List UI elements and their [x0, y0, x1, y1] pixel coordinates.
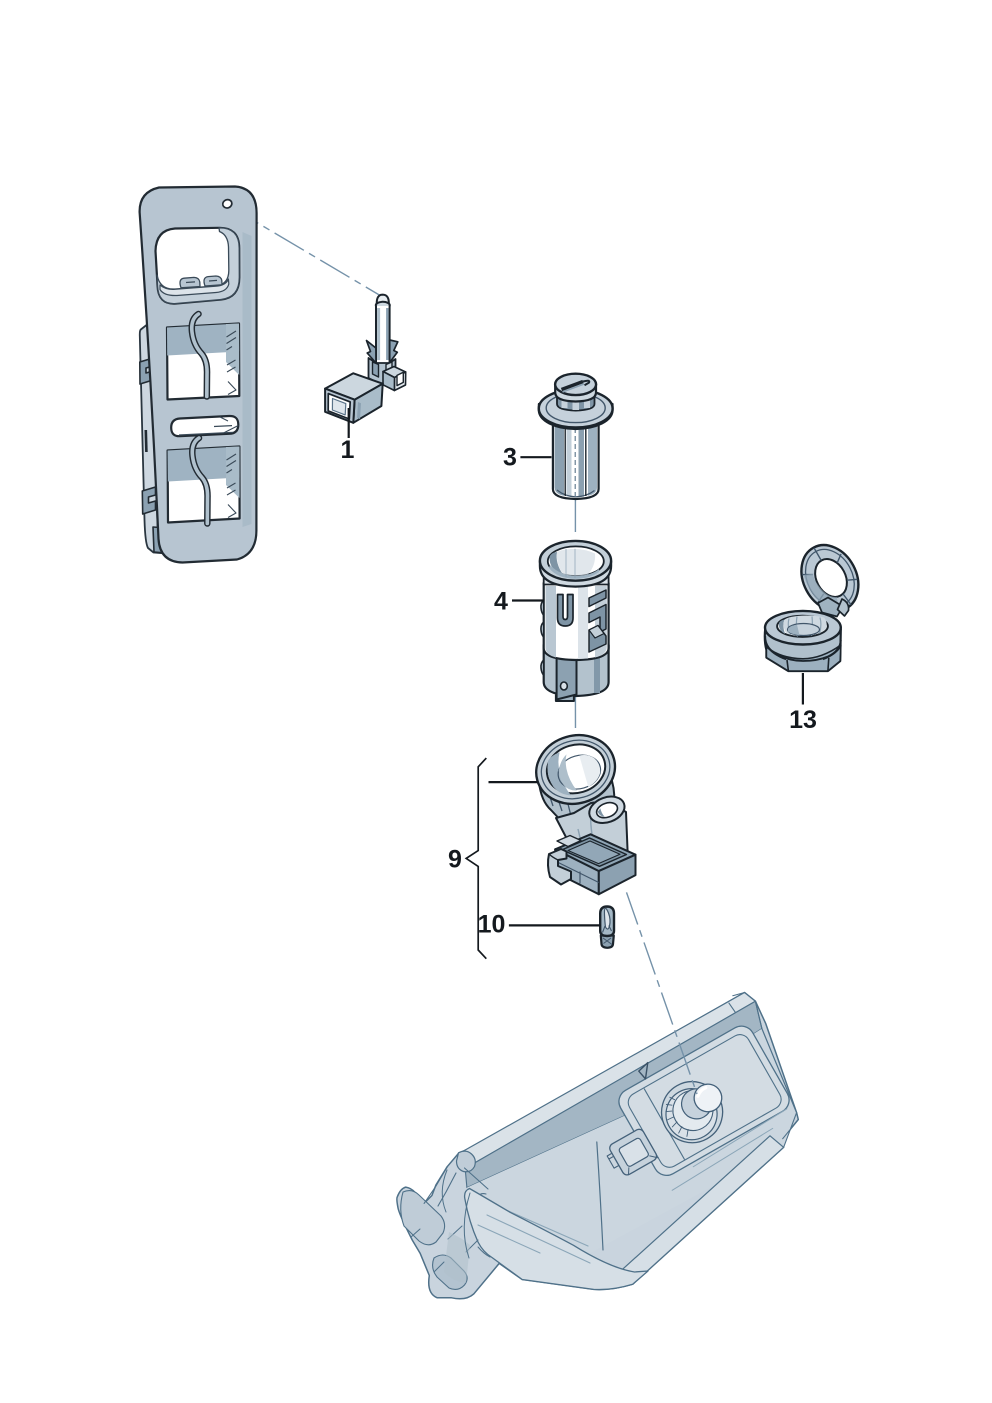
svg-text:3: 3 [503, 444, 517, 472]
svg-text:9: 9 [448, 846, 462, 874]
svg-text:1: 1 [341, 436, 355, 464]
svg-text:4: 4 [494, 588, 508, 616]
svg-text:10: 10 [478, 911, 506, 939]
svg-text:13: 13 [789, 706, 817, 734]
